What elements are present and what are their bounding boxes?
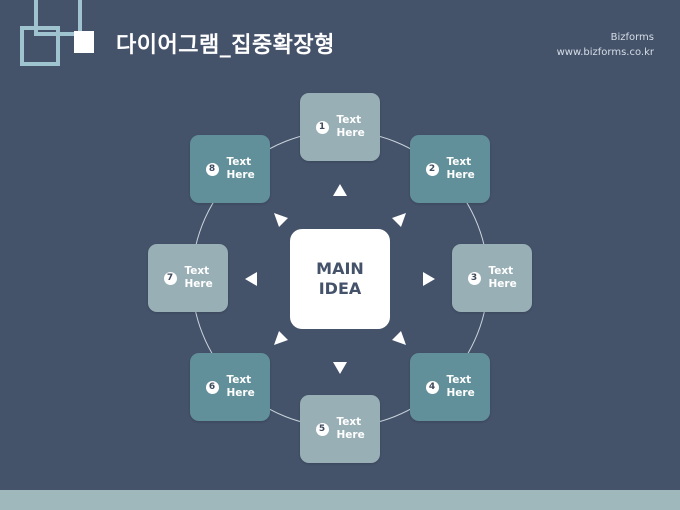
node-3: 3 Text Here — [452, 244, 532, 312]
brand-url: www.bizforms.co.kr — [556, 47, 654, 58]
squares-logo-icon — [20, 0, 94, 66]
node-label: Text Here — [446, 156, 475, 181]
node-4: 4 Text Here — [410, 353, 490, 421]
node-number-badge: 5 — [315, 422, 329, 436]
brand-block: Bizforms www.bizforms.co.kr — [557, 30, 654, 60]
arrow-down-right-icon — [392, 331, 406, 345]
page-title: 다이어그램_집중확장형 — [116, 33, 335, 58]
node-number-badge: 2 — [425, 162, 439, 176]
arrow-up-icon — [333, 184, 347, 196]
bottom-bar — [0, 490, 680, 510]
node-number-badge: 1 — [315, 120, 329, 134]
node-2: 2 Text Here — [410, 135, 490, 203]
node-number-badge: 4 — [425, 380, 439, 394]
arrow-up-left-icon — [274, 213, 288, 227]
arrow-down-icon — [333, 362, 347, 374]
node-label: Text Here — [226, 156, 255, 181]
node-number-badge: 6 — [205, 380, 219, 394]
node-label: Text Here — [336, 416, 365, 441]
node-label: Text Here — [184, 265, 213, 290]
node-8: 8 Text Here — [190, 135, 270, 203]
node-number-badge: 8 — [205, 162, 219, 176]
node-7: 7 Text Here — [148, 244, 228, 312]
arrow-down-left-icon — [274, 331, 288, 345]
node-1: 1 Text Here — [300, 93, 380, 161]
main-idea-box: MAIN IDEA — [290, 229, 390, 329]
node-label: Text Here — [226, 374, 255, 399]
arrow-left-icon — [245, 272, 257, 286]
arrow-up-right-icon — [392, 213, 406, 227]
node-label: Text Here — [488, 265, 517, 290]
node-number-badge: 3 — [467, 271, 481, 285]
node-5: 5 Text Here — [300, 395, 380, 463]
node-number-badge: 7 — [163, 271, 177, 285]
node-6: 6 Text Here — [190, 353, 270, 421]
arrow-right-icon — [423, 272, 435, 286]
brand-name: Bizforms — [610, 32, 654, 43]
main-idea-label: MAIN IDEA — [316, 259, 364, 298]
node-label: Text Here — [446, 374, 475, 399]
node-label: Text Here — [336, 114, 365, 139]
